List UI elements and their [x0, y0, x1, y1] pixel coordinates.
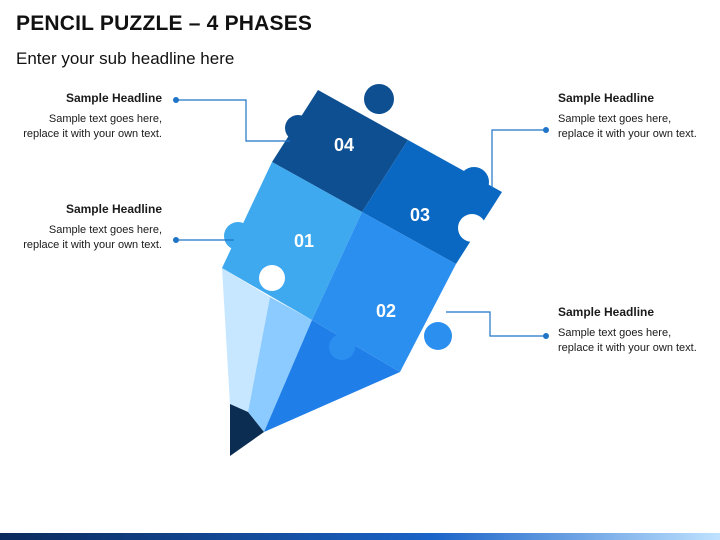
callout-top-left: Sample Headline Sample text goes here, r… [12, 91, 162, 142]
page-subtitle: Enter your sub headline here [16, 49, 235, 68]
callout-text: Sample text goes here, replace it with y… [23, 224, 162, 251]
puzzle-piece-03: 03 [362, 140, 502, 264]
connector-dot-top-right [543, 127, 549, 133]
phase-label-02: 02 [376, 301, 396, 321]
puzzle-piece-04: 04 [272, 84, 408, 212]
phase-label-03: 03 [410, 205, 430, 225]
connector-dot-top-left [173, 97, 179, 103]
puzzle-piece-01: 01 [222, 162, 362, 320]
callout-bottom-right: Sample Headline Sample text goes here, r… [558, 305, 708, 356]
pencil-light-face [222, 268, 270, 412]
connector-top-right [491, 129, 546, 188]
callout-headline: Sample Headline [558, 91, 655, 105]
connector-lines [176, 99, 546, 337]
callout-text: Sample text goes here, replace it with y… [23, 113, 162, 140]
connector-dot-bottom-right [543, 333, 549, 339]
callout-headline: Sample Headline [65, 202, 162, 216]
callout-text: Sample text goes here, replace it with y… [558, 327, 697, 354]
puzzle-piece-02: 02 [312, 212, 456, 372]
callout-middle-left: Sample Headline Sample text goes here, r… [12, 202, 162, 253]
footer-gradient-bar [0, 533, 720, 540]
page-title: PENCIL PUZZLE – 4 PHASES [16, 12, 313, 35]
pencil-tip [230, 404, 264, 456]
phase-label-01: 01 [294, 231, 314, 251]
pencil-mid-face [248, 297, 312, 432]
pencil-edge-face [264, 320, 400, 432]
callout-headline: Sample Headline [65, 91, 162, 105]
connector-bottom-right [446, 311, 546, 337]
connector-dots [173, 97, 549, 339]
callout-text: Sample text goes here, replace it with y… [558, 113, 697, 140]
connector-dot-middle-left [173, 237, 179, 243]
connector-top-left [176, 99, 290, 142]
callout-top-right: Sample Headline Sample text goes here, r… [558, 91, 708, 142]
callout-headline: Sample Headline [558, 305, 655, 319]
phase-label-04: 04 [334, 135, 354, 155]
